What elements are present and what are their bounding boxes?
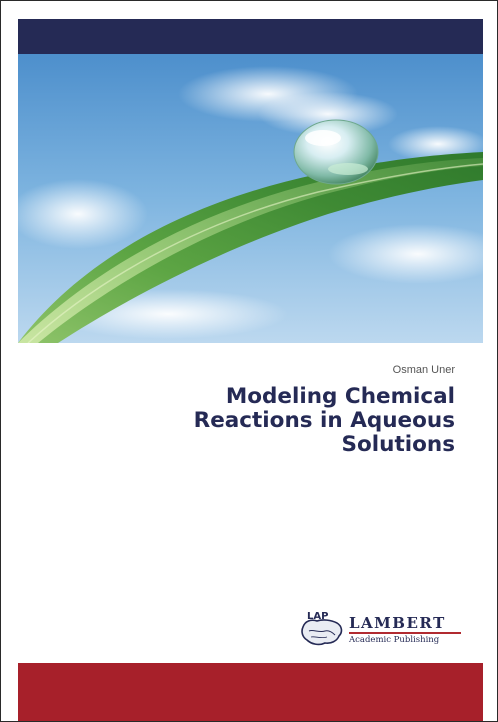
lap-map-emblem-icon (301, 619, 343, 646)
publisher-subtitle: Academic Publishing (349, 635, 440, 645)
title-line-3: Solutions (341, 432, 455, 457)
publisher-divider (349, 632, 461, 634)
title-line-2: Reactions in Aqueous (193, 408, 455, 433)
publisher-logo: LAP LAMBERT Academic Publishing (297, 609, 465, 649)
title-line-1: Modeling Chemical (225, 384, 455, 409)
publisher-emblem-text: LAP (307, 611, 329, 622)
leaf-with-water-drop-image (18, 54, 483, 343)
top-color-band (18, 19, 483, 54)
bottom-color-band (18, 663, 483, 721)
publisher-name: LAMBERT (349, 614, 446, 632)
author-name: Osman Uner (392, 364, 455, 376)
book-title: Modeling Chemical Reactions in Aqueous S… (18, 385, 455, 457)
cover-photo-svg (18, 54, 483, 343)
